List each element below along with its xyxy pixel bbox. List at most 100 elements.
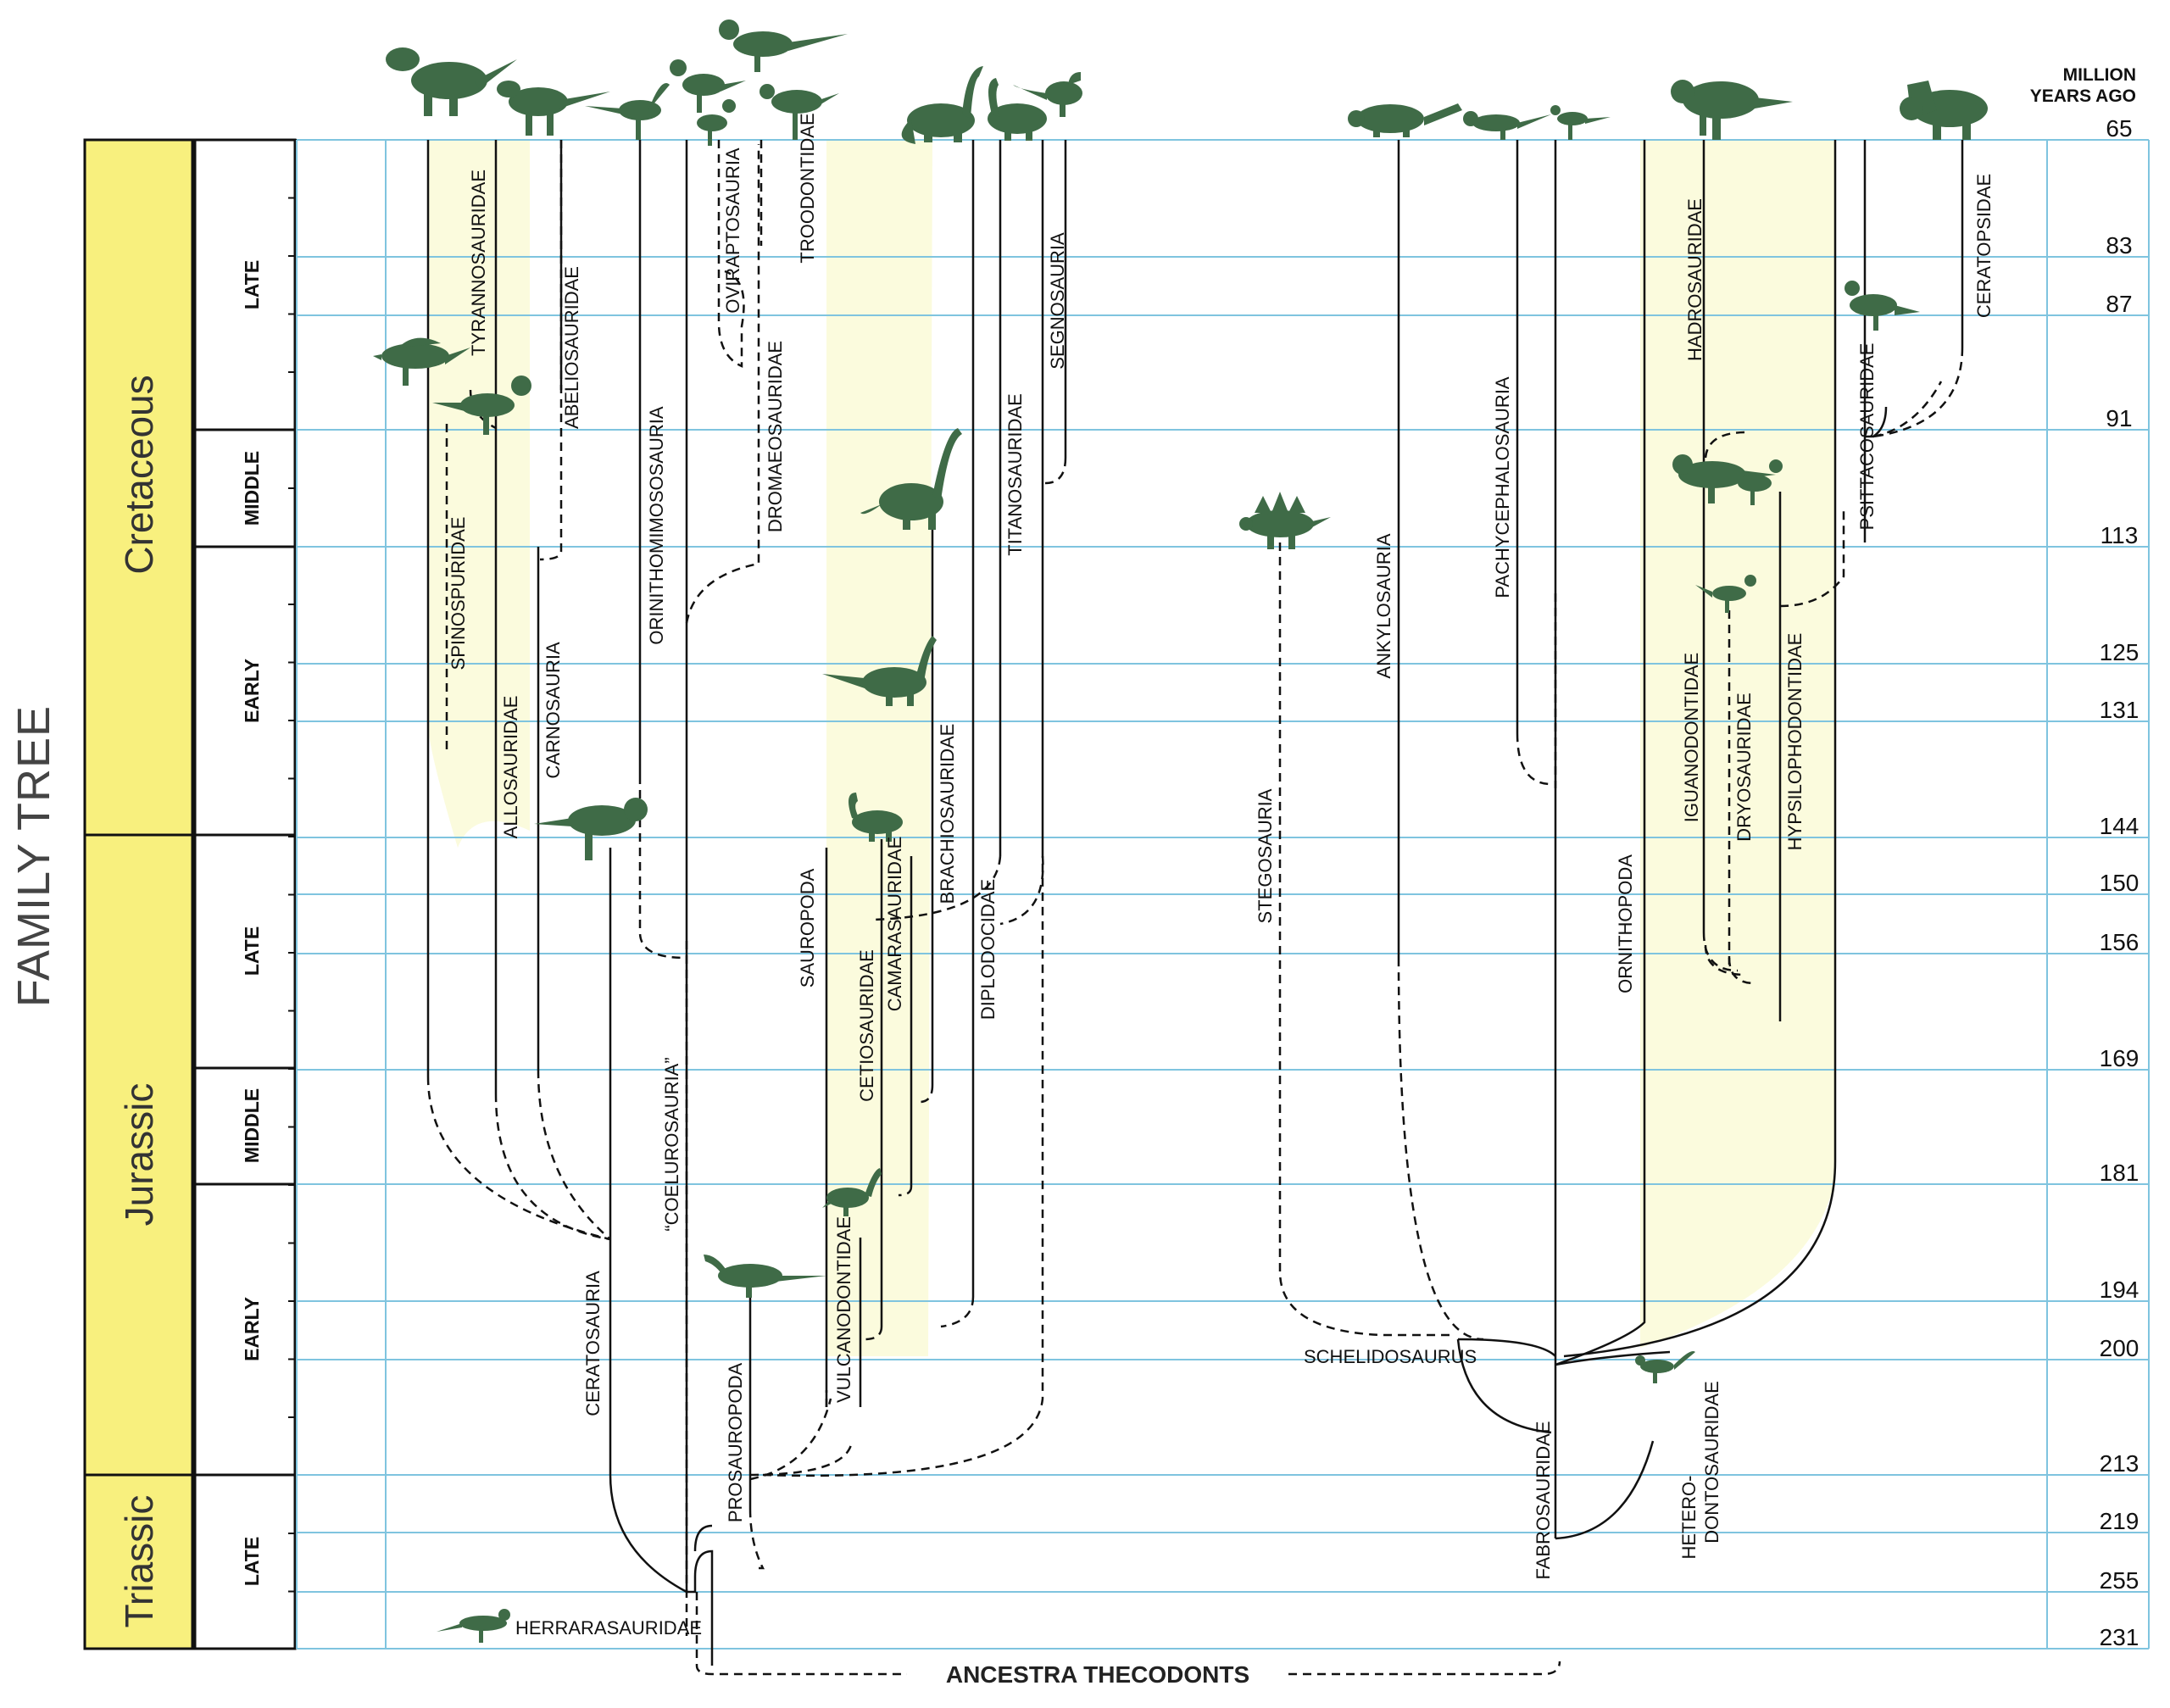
clade-labels: TYRANNOSAURIDAE ABELIOSAURIDAE SPINOSPUR… xyxy=(448,113,1995,1638)
label-ceratosauria: CERATOSAURIA xyxy=(582,1271,604,1416)
epoch-cretaceous-middle: MIDDLE xyxy=(241,451,263,526)
label-herrarasauridae: HERRARASAURIDAE xyxy=(515,1617,702,1638)
label-prosauropoda: PROSAUROPODA xyxy=(725,1363,746,1523)
age-label: 131 xyxy=(2100,697,2139,723)
label-orinithomimososauria: ORINITHOMIMOSOSAURIA xyxy=(646,406,667,644)
small-theropod-icon xyxy=(697,99,736,146)
age-label: 169 xyxy=(2100,1045,2139,1071)
age-label: 125 xyxy=(2100,639,2139,665)
label-sauropoda: SAUROPODA xyxy=(797,868,818,988)
epoch-jurassic-early: EARLY xyxy=(241,1297,263,1361)
label-heterodontosauridae-2: DONTOSAURIDAE xyxy=(1701,1381,1722,1544)
age-label: 87 xyxy=(2106,291,2132,317)
cetiosaur-icon xyxy=(822,636,937,706)
age-label: 219 xyxy=(2100,1508,2139,1534)
label-cetiosauridae: CETIOSAURIDAE xyxy=(856,949,877,1102)
titanosaur-icon xyxy=(988,78,1047,141)
label-titanosauridae: TITANOSAURIDAE xyxy=(1004,393,1026,556)
epoch-cretaceous-early: EARLY xyxy=(241,659,263,723)
label-stegosauria: STEGOSAURIA xyxy=(1255,788,1276,923)
troodontid-icon xyxy=(760,84,839,140)
prosauropod-icon xyxy=(704,1255,826,1298)
abelisaur-icon xyxy=(497,81,610,136)
label-diplodocidae: DIPLODOCIDAE xyxy=(977,879,999,1020)
age-label: 113 xyxy=(2100,522,2139,548)
period-jurassic: Jurassic xyxy=(117,1083,161,1227)
dryosaur-icon xyxy=(1738,459,1783,505)
label-vulcanodontidae: VULCANODONTIDAE xyxy=(833,1216,854,1403)
age-label: 65 xyxy=(2106,115,2132,142)
label-dryosauridae: DRYOSAURIDAE xyxy=(1733,693,1755,842)
label-carnosauria: CARNOSAURIA xyxy=(542,642,564,779)
ceratopsian-icon xyxy=(1900,81,1988,140)
stegosaur-icon xyxy=(1239,492,1331,549)
age-label: 144 xyxy=(2100,813,2139,839)
age-label: 150 xyxy=(2100,870,2139,896)
silhouettes xyxy=(373,19,1988,1643)
period-triassic: Triassic xyxy=(117,1495,161,1628)
label-hypsilophodontidae: HYPSILOPHODONTIDAE xyxy=(1784,633,1806,851)
ancestor-label: ANCESTRA THECODONTS xyxy=(946,1661,1249,1688)
ankylosaur-icon xyxy=(1348,103,1462,137)
time-header-line1: MILLION xyxy=(2063,65,2136,85)
label-ankylosauria: ANKYLOSAURIA xyxy=(1373,533,1394,678)
allosaur-icon xyxy=(432,376,531,435)
heterodontosaur-icon xyxy=(1635,1351,1695,1383)
epoch-cretaceous-late: LATE xyxy=(241,260,263,309)
period-column: Cretaceous Jurassic Triassic xyxy=(83,138,194,1650)
dromaeosaur-icon xyxy=(719,19,848,72)
hypsilophodont-icon xyxy=(1695,575,1756,613)
label-ceratopsidae: CERATOPSIDAE xyxy=(1973,174,1995,318)
tyrannosaur-icon xyxy=(386,47,517,116)
age-labels: 6583879111312513114415015616918119420021… xyxy=(2100,115,2139,1650)
age-label: 181 xyxy=(2100,1160,2139,1186)
spinosaur-icon xyxy=(373,337,470,386)
label-pachycephalosauria: PACHYCEPHALOSAURIA xyxy=(1492,376,1513,598)
label-segnosauria: SEGNOSAURIA xyxy=(1047,232,1068,370)
vulcanodont-icon xyxy=(822,1168,882,1216)
oviraptor-icon xyxy=(670,59,746,113)
label-coelurosauria: “COELUROSAURIA” xyxy=(661,1057,682,1231)
segnosaur-icon xyxy=(1013,72,1082,117)
label-fabrosauridae: FABROSAURIDAE xyxy=(1533,1421,1554,1579)
epoch-column: LATE MIDDLE EARLY LATE MIDDLE EARLY LATE xyxy=(193,138,297,1650)
time-header-line2: YEARS AGO xyxy=(2030,86,2136,106)
label-iguanodontidae: IGUANODONTIDAE xyxy=(1681,653,1702,822)
time-grid xyxy=(297,139,2149,1650)
epoch-jurassic-middle: MIDDLE xyxy=(241,1088,263,1163)
herrerasaur-icon xyxy=(437,1609,510,1643)
label-ornithopoda: ORNITHOPODA xyxy=(1615,854,1636,993)
tree-lines xyxy=(426,140,1964,1676)
age-label: 255 xyxy=(2100,1567,2139,1594)
camarasaur-icon xyxy=(849,793,903,842)
highlight-bands xyxy=(428,140,1835,1356)
label-camarasauridae: CAMARASAURIDAE xyxy=(884,837,905,1012)
age-label: 200 xyxy=(2100,1335,2139,1361)
label-schelidosaurus: SCHELIDOSAURUS xyxy=(1304,1346,1477,1367)
age-label: 213 xyxy=(2100,1450,2139,1477)
label-brachiosauridae: BRACHIOSAURIDAE xyxy=(937,724,958,904)
label-hadrosauridae: HADROSAURIDAE xyxy=(1684,198,1705,361)
ornithomimid-icon xyxy=(585,83,670,140)
label-oviraptosauria: OVIRAPTOSAURIA xyxy=(722,147,743,314)
label-tyrannosauridae: TYRANNOSAURIDAE xyxy=(468,170,489,356)
label-dromaeosauridae: DROMAEOSAURIDAE xyxy=(765,341,786,532)
diplodocid-icon xyxy=(860,428,962,530)
age-label: 231 xyxy=(2100,1624,2139,1650)
label-abeliosauridae: ABELIOSAURIDAE xyxy=(561,266,582,429)
epoch-jurassic-late: LATE xyxy=(241,926,263,976)
brachiosaur-icon xyxy=(901,66,983,144)
age-label: 194 xyxy=(2100,1277,2139,1303)
label-psittacosauridae: PSITTACOSAURIDAE xyxy=(1856,343,1878,531)
small-ornithischian-icon xyxy=(1550,105,1611,140)
label-allosauridae: ALLOSAURIDAE xyxy=(500,696,521,839)
epoch-triassic-late: LATE xyxy=(241,1537,263,1586)
hadrosaur-icon xyxy=(1671,80,1793,140)
psittacosaur-icon xyxy=(1844,281,1920,331)
age-label: 156 xyxy=(2100,929,2139,955)
tick-marks xyxy=(288,139,297,1593)
label-spinospuridae: SPINOSPURIDAE xyxy=(448,517,469,670)
label-heterodontosauridae-1: HETERO- xyxy=(1678,1476,1700,1560)
label-troodontidae: TROODONTIDAE xyxy=(797,113,818,263)
